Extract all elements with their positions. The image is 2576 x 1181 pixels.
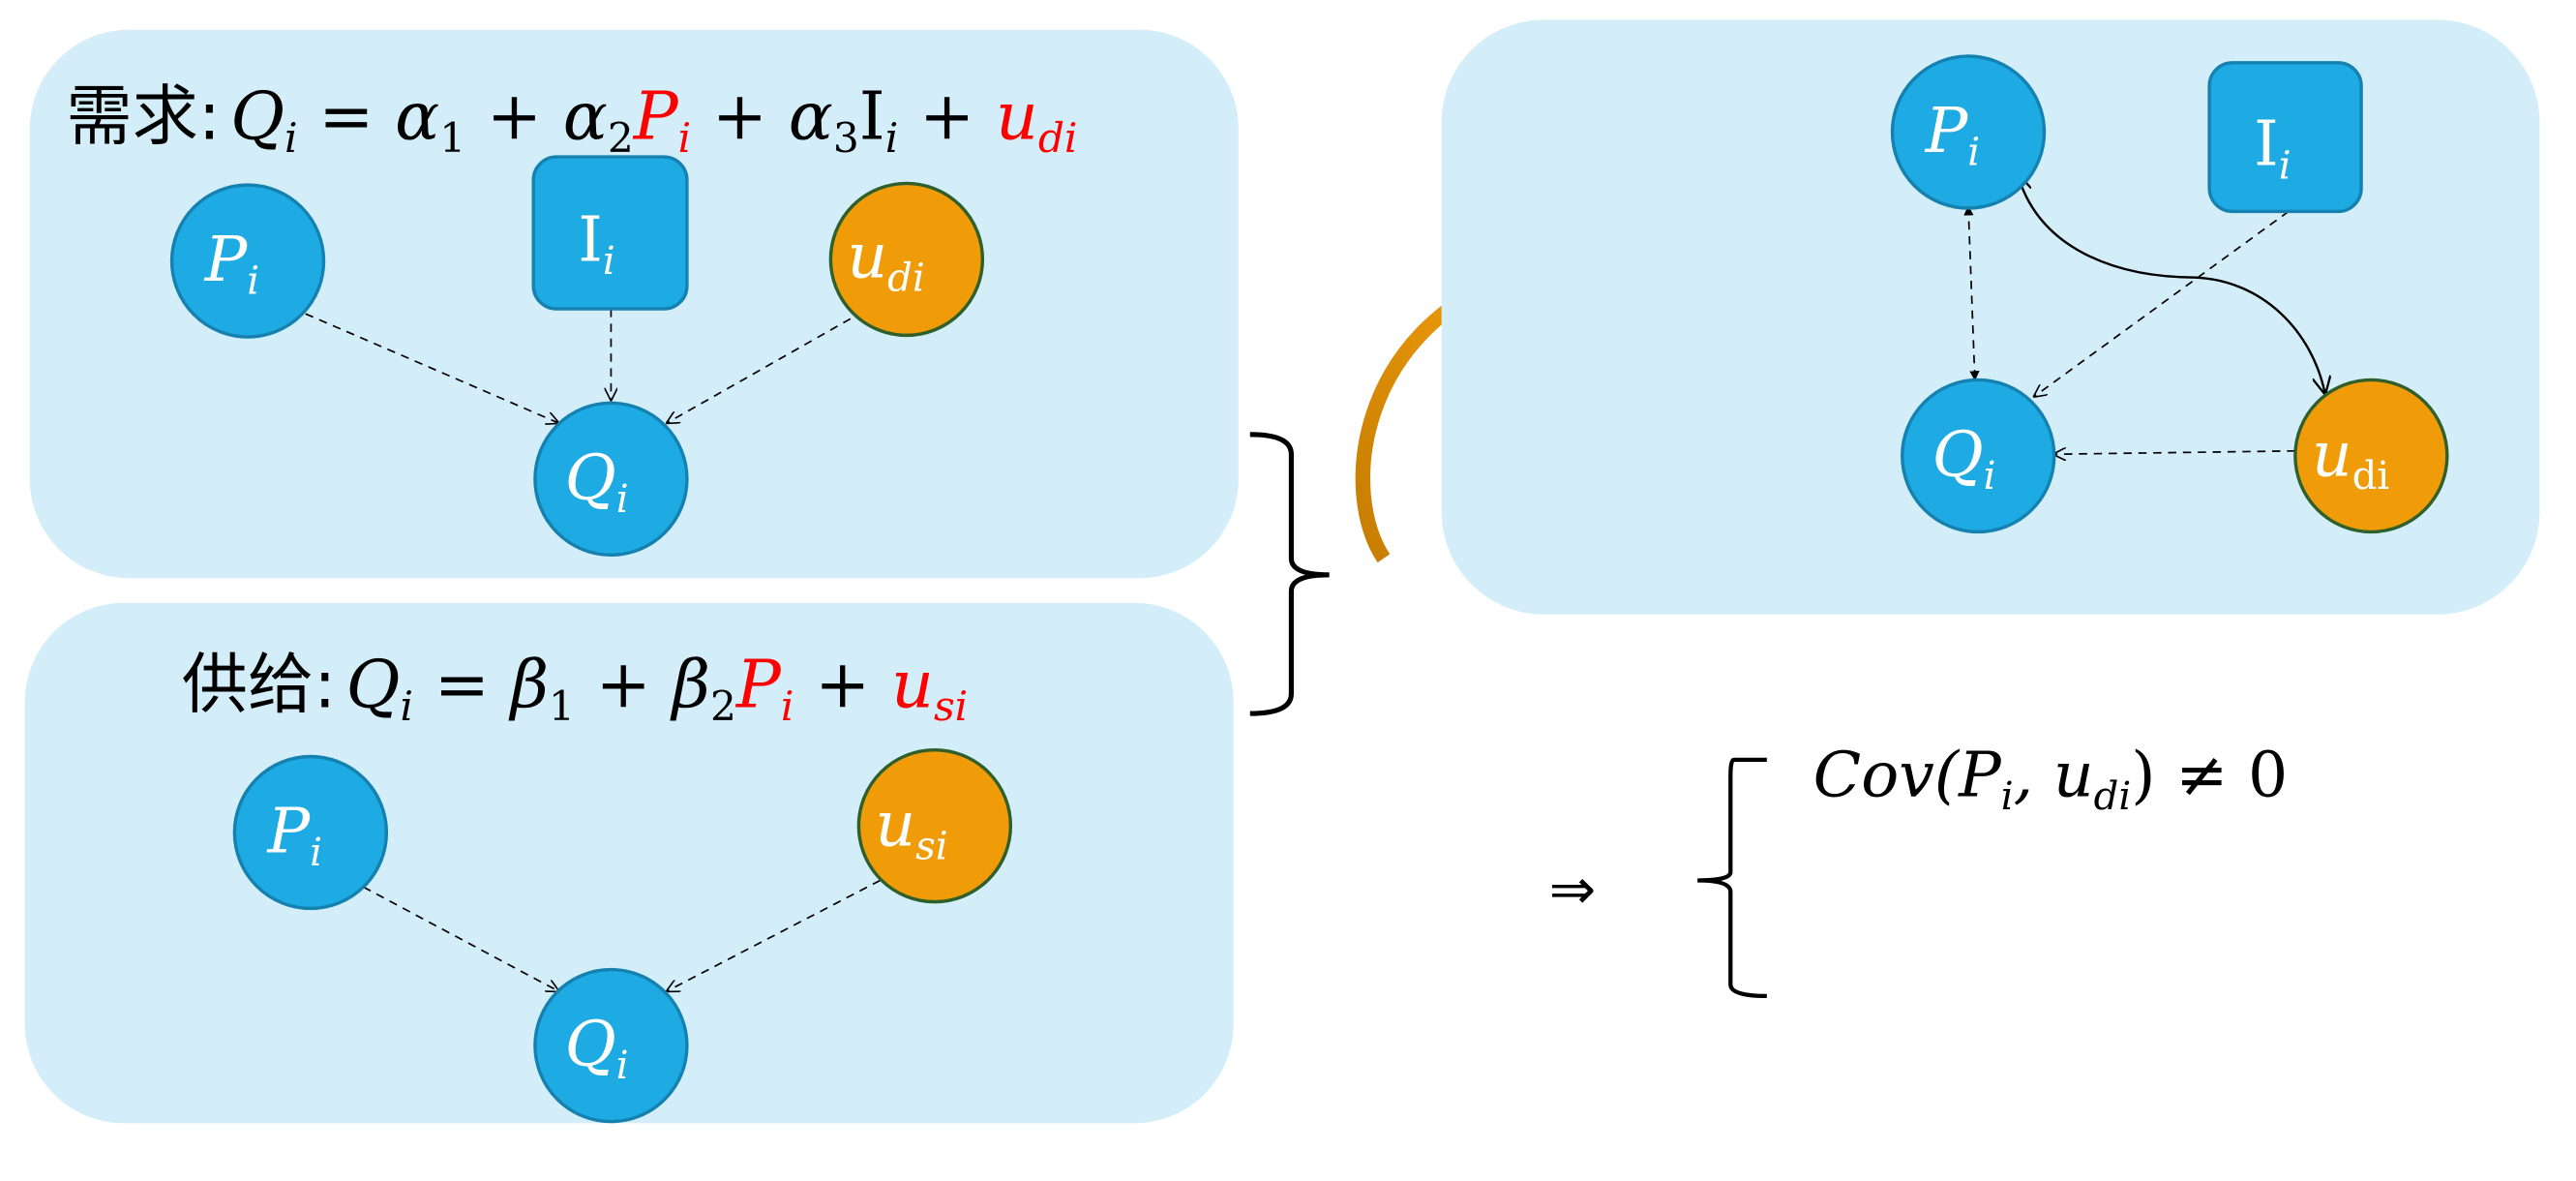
- supply-panel: 供给:Qi = β1 + β2Pi + usi Pi usi Qi: [24, 602, 1234, 1124]
- conclusion-brace: [1697, 757, 1767, 999]
- svg-text:Qi: Qi: [1932, 418, 1995, 499]
- node-P: Pi: [1890, 54, 2047, 210]
- system-brace: [1249, 432, 1330, 716]
- node-u: udi: [828, 181, 985, 338]
- svg-text:Ii: Ii: [578, 204, 614, 285]
- svg-text:usi: usi: [875, 789, 947, 869]
- demand-equation: 需求:Qi = α1 + α2Pi + α3Ii + udi: [66, 78, 1077, 162]
- svg-text:Pi: Pi: [1925, 95, 1980, 175]
- svg-text:Qi: Qi: [565, 441, 629, 522]
- svg-text:Qi: Qi: [565, 1009, 629, 1089]
- supply-equation: 供给:Qi = β1 + β2Pi + usi: [182, 647, 968, 730]
- svg-text:udi: udi: [847, 221, 924, 301]
- svg-text:Pi: Pi: [267, 795, 322, 875]
- edge-P-u-correlation: [2018, 175, 2324, 393]
- svg-text:udi: udi: [2312, 418, 2389, 499]
- supply-panel-bg: [24, 602, 1234, 1124]
- edge-P-to-Q: [363, 886, 557, 990]
- demand-panel: 需求:Qi = α1 + α2Pi + α3Ii + udi Pi Ii udi…: [29, 29, 1239, 579]
- node-Q: Qi: [1901, 378, 2056, 534]
- node-I: Ii: [531, 155, 689, 311]
- edge-u-to-Q: [2054, 451, 2295, 454]
- node-P: Pi: [232, 754, 389, 911]
- implies-symbol: ⇒: [1549, 856, 1597, 922]
- covariance-condition: Cov(Pi, udi) ≠ 0: [1813, 739, 2289, 819]
- edge-P-to-Q: [305, 313, 558, 423]
- svg-text:Pi: Pi: [204, 224, 259, 304]
- combined-panel: Pi Ii Qi udi: [1441, 19, 2540, 615]
- edge-u-to-Q: [667, 879, 881, 990]
- node-P: Pi: [169, 183, 326, 339]
- node-Q: Qi: [533, 401, 689, 558]
- node-u: usi: [856, 747, 1013, 904]
- node-Q: Qi: [533, 967, 689, 1124]
- svg-text:Ii: Ii: [2254, 108, 2291, 189]
- node-I: Ii: [2207, 61, 2363, 214]
- edge-u-to-Q: [667, 318, 852, 422]
- node-u: udi: [2293, 378, 2449, 534]
